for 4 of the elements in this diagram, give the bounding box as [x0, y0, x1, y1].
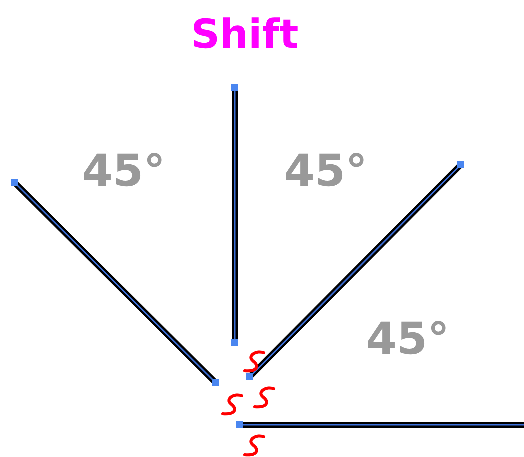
- angle-label: 45°: [366, 318, 450, 362]
- title: Shift: [191, 15, 299, 55]
- angle-label: 45°: [82, 150, 166, 194]
- angle-label: 45°: [284, 150, 368, 194]
